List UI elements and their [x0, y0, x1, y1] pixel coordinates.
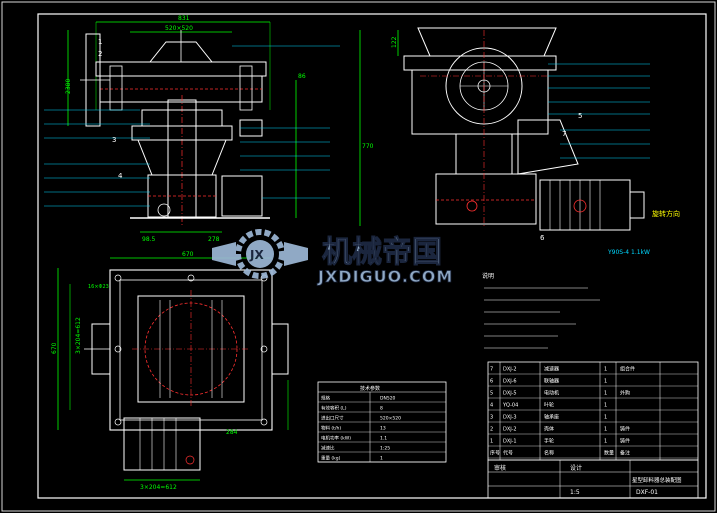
param-title: 技术参数 [360, 385, 380, 392]
dim-plan-width: 670 [182, 251, 194, 258]
bom-cell: 1 [604, 391, 607, 397]
balloon-3: 3 [112, 136, 116, 144]
notes: 说明 [482, 272, 600, 349]
bom-cell: 5 [490, 391, 493, 397]
inner-frame [37, 13, 707, 499]
bom-cell: 7 [490, 367, 493, 373]
title-scale: 1:5 [570, 489, 580, 496]
param-value: DN520 [380, 396, 396, 402]
bom-cell: 1 [490, 439, 493, 445]
dim-top-width: 831 [178, 15, 190, 22]
dim-right-height: 770 [362, 143, 374, 150]
bom-cell: DXJ-5 [503, 391, 517, 397]
param-value: 13 [380, 426, 386, 432]
motor-label: Y90S-4 1.1kW [607, 249, 650, 256]
dim-plan-bottom: 3×204=612 [140, 484, 177, 491]
param-value: 520×520 [380, 416, 401, 422]
bom-cell: 1 [604, 439, 607, 445]
dim-left-height: 2380 [65, 79, 72, 94]
param-key: 电机功率 (kW) [321, 435, 351, 442]
bom-cell: 1 [604, 403, 607, 409]
dim-bottom-b: 278 [208, 236, 220, 243]
bom-cell: 铸件 [620, 438, 630, 445]
balloon-6: 6 [540, 234, 545, 242]
bom-cell: 备注 [620, 450, 630, 457]
balloon-1: 1 [98, 38, 102, 46]
bom-cell: 减速器 [544, 366, 559, 373]
bom-cell: DXJ-1 [503, 439, 517, 445]
bom-cell: 手轮 [544, 438, 554, 445]
bom-cell: 电动机 [544, 390, 559, 397]
bom-cell: 1 [604, 379, 607, 385]
bom-cell: 联轴器 [544, 378, 559, 385]
bom-cell: 叶轮 [544, 402, 554, 409]
bom-cell: 组合件 [620, 366, 635, 373]
bom-cell: 壳体 [544, 426, 554, 433]
dim-right-top: 122 [391, 36, 398, 48]
watermark-cn: 机械帝国 [322, 235, 442, 270]
bom-cell: 1 [604, 427, 607, 433]
bom-cell: 2 [490, 427, 493, 433]
param-table: 技术参数 规格 DN520 有效容积 (L) 8 进出口尺寸 520×520 物料 (t/h… [317, 381, 447, 463]
bom-cell: 4 [490, 403, 493, 409]
title-design-label: 设计 [570, 464, 582, 472]
param-value: 8 [380, 406, 383, 412]
dim-bottom-a: 98.5 [142, 236, 156, 243]
balloon-5: 5 [578, 112, 582, 120]
bom-cell: 1 [604, 367, 607, 373]
bom-cell: DXJ-2 [503, 427, 517, 433]
rotation-label: 旋转方向 [652, 209, 680, 218]
bom-cell: 铸件 [620, 426, 630, 433]
balloon-7: 7 [562, 130, 566, 138]
dim-top-inner: 520×520 [165, 25, 193, 32]
bom-cell: DXJ-2 [503, 367, 517, 373]
motor-body [539, 179, 631, 231]
param-value: 1.1 [380, 436, 387, 442]
watermark: JX 机械帝国 JXDIGUO.COM [212, 229, 453, 286]
watermark-en: JXDIGUO.COM [317, 267, 453, 286]
param-key: 减速比 [321, 445, 335, 452]
param-value: 1:25 [380, 446, 390, 452]
watermark-logo: JX [249, 248, 264, 262]
bom-cell: 3 [490, 415, 493, 421]
plan-view: 670 670 3×204=612 16×Φ23 284 [51, 251, 289, 491]
bom-cell: 外购 [620, 390, 630, 397]
param-value: 1 [380, 456, 383, 462]
bom-cell: 数量 [604, 450, 614, 457]
dim-plan-side: 3×204=612 [75, 317, 82, 354]
dim-plan-left-small: 16×Φ23 [88, 284, 109, 290]
bom-cell: 轴承座 [544, 414, 559, 421]
param-key: 进出口尺寸 [321, 415, 344, 422]
title-block: 设计 审核 星型卸料器总装配图 DXF-01 1:5 [487, 459, 699, 499]
title-drawing-code: DXF-01 [636, 489, 658, 496]
bom-cell: 序号 [490, 450, 500, 457]
param-key: 物料 (t/h) [321, 425, 341, 432]
bom-cell: 名称 [544, 450, 554, 457]
bom-cell: YQ-04 [502, 403, 518, 409]
param-key: 规格 [321, 395, 330, 402]
dim-plan-right: 284 [226, 429, 238, 436]
dim-right-small: 86 [298, 73, 306, 80]
bom-cell: DXJ-6 [503, 379, 517, 385]
param-key: 重量 (kg) [321, 455, 341, 462]
bom-cell: 6 [490, 379, 493, 385]
bom-cell: DXJ-3 [503, 415, 517, 421]
balloon-2: 2 [98, 50, 102, 58]
side-view: 122 5 [391, 27, 680, 256]
dim-plan-height: 670 [51, 342, 58, 354]
title-drawing-name: 星型卸料器总装配图 [632, 476, 682, 484]
bom-cell: 代号 [503, 450, 513, 457]
front-view: 831 520×520 98.5 278 2 3 [44, 15, 374, 243]
notes-title: 说明 [482, 272, 494, 280]
param-key: 有效容积 (L) [321, 405, 347, 412]
balloon-4: 4 [118, 172, 123, 180]
title-check-label: 审核 [494, 464, 506, 472]
bom-cell: 1 [604, 415, 607, 421]
